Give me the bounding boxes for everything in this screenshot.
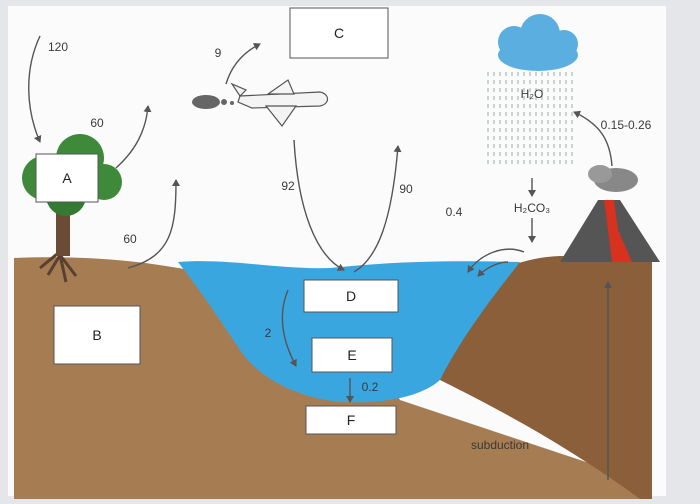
flow-label-atmosphere-to-ocean: 92 [281,179,295,193]
arrow-ocean-surface-to-deep [281,289,297,367]
arrow-soil-to-atmosphere [127,179,180,269]
flow-label-runoff: 0.4 [446,205,463,219]
ocean [178,261,520,403]
flow-label-atmosphere-to-tree: 120 [48,40,68,54]
flow-label-tree-to-atmosphere: 60 [90,116,104,130]
rain-cloud [486,14,578,166]
arrow-plane-emission [225,43,261,85]
soil-right [440,256,652,499]
box-a: A [35,153,99,203]
arrow-runoff-to-ocean [467,248,525,273]
arrow-tree-to-atmosphere [115,105,152,169]
box-b: B [53,305,141,365]
box-b-label: B [92,327,101,343]
arrow-atmosphere-to-ocean [293,139,345,271]
carbonic-acid-label: H₂CO₃ [514,201,550,215]
box-e: E [311,337,393,373]
box-f-label: F [347,412,356,428]
box-d: D [303,279,399,313]
flow-label-deep-to-sediment: 0.2 [362,380,379,394]
flow-label-ocean-to-atmosphere: 90 [399,182,413,196]
box-c: C [289,7,389,59]
volcano [560,165,660,262]
arrow-ocean-to-atmosphere [353,145,402,273]
airplane [192,79,329,128]
cloud-h2o-label: H₂O [521,87,544,101]
flow-label-volcano-emission: 0.15-0.26 [601,118,652,132]
flow-label-plane-emission: 9 [215,46,222,60]
box-d-label: D [346,288,356,304]
box-e-label: E [347,347,356,363]
subduction-label: subduction [471,438,529,452]
box-f: F [305,405,397,435]
arrow-runoff-secondary [477,261,509,277]
box-c-label: C [334,25,344,41]
arrow-atmosphere-to-tree [28,35,42,143]
arrow-volcano-emission [573,110,613,167]
box-a-label: A [62,170,72,186]
flow-label-soil-to-atmosphere: 60 [123,232,137,246]
flow-label-ocean-surface-to-deep: 2 [265,326,272,340]
